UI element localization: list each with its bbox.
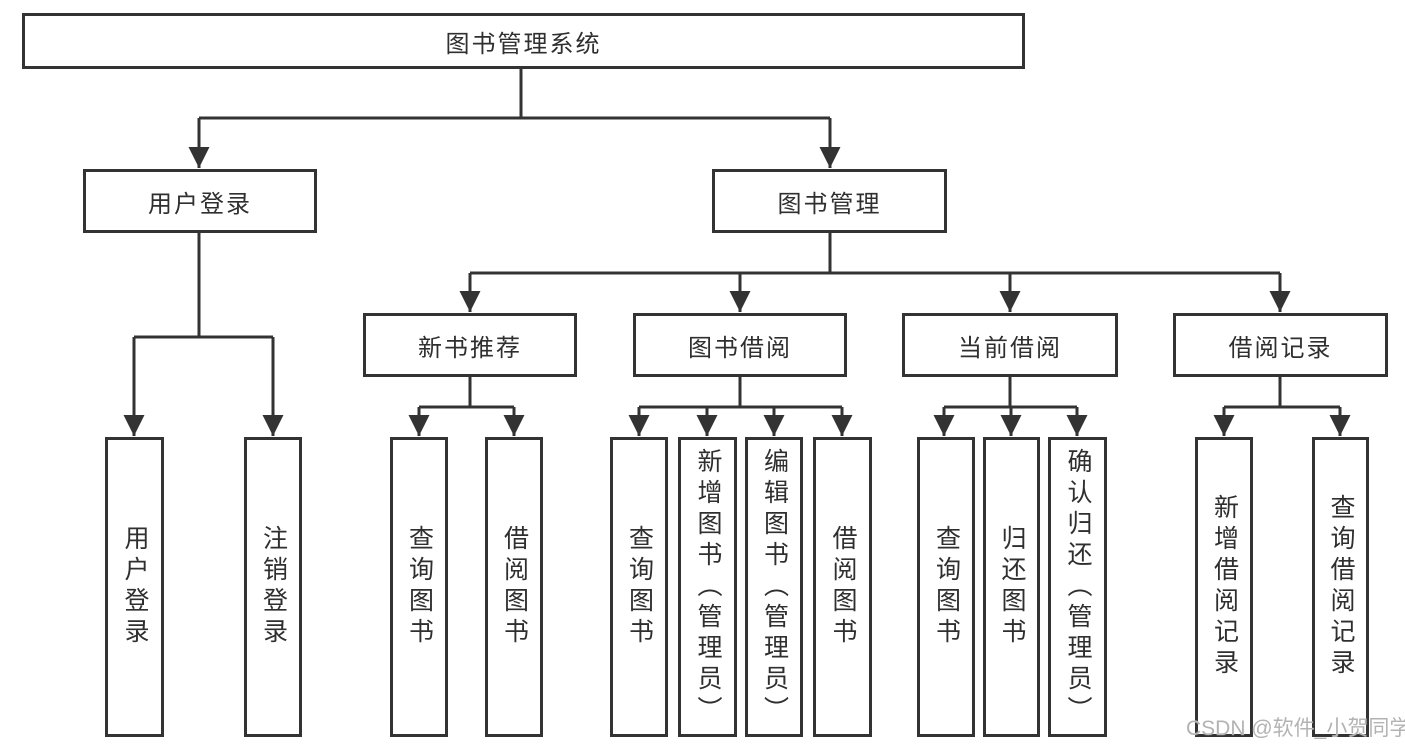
node-new-book-recommendation: 新书推荐 — [363, 313, 577, 377]
node-label: 图书管理系统 — [445, 30, 602, 58]
node-label: 注销登录 — [259, 525, 288, 649]
node-label: 借阅记录 — [1228, 334, 1333, 362]
csdn-watermark: CSDN @软件_小贺同学 — [1186, 717, 1405, 740]
node-user-login: 用户登录 — [83, 169, 317, 233]
node-book-borrowing: 图书借阅 — [633, 313, 847, 377]
node-label: 用户登录 — [148, 190, 252, 218]
leaf-add-borrow-record: 新增借阅记录 — [1195, 437, 1253, 737]
leaf-query-books-recommend: 查询图书 — [390, 437, 448, 737]
node-label: 图书管理 — [777, 190, 882, 218]
node-label: 新增借阅记录 — [1210, 494, 1239, 680]
node-label: 当前借阅 — [958, 334, 1062, 362]
node-label: 图书借阅 — [688, 334, 792, 362]
node-label: 用户登录 — [121, 525, 149, 649]
leaf-user-login: 用户登录 — [105, 437, 164, 737]
node-label: 借阅图书 — [829, 525, 857, 649]
leaf-edit-book-admin: 编辑图书（管理员） — [745, 437, 803, 737]
leaf-add-book-admin: 新增图书（管理员） — [678, 437, 737, 737]
node-label: 确认归还（管理员） — [1064, 447, 1092, 727]
node-label: 新书推荐 — [418, 334, 522, 362]
node-label: 编辑图书（管理员） — [760, 447, 789, 727]
leaf-confirm-return-admin: 确认归还（管理员） — [1048, 437, 1107, 737]
leaf-return-book: 归还图书 — [983, 437, 1040, 737]
leaf-query-borrow-record: 查询借阅记录 — [1312, 437, 1369, 737]
node-label: 查询借阅记录 — [1327, 494, 1355, 680]
leaf-logout: 注销登录 — [244, 437, 302, 737]
node-label: 归还图书 — [998, 525, 1026, 649]
leaf-query-books-borrowing: 查询图书 — [610, 437, 668, 737]
node-label: 新增图书（管理员） — [694, 447, 722, 727]
leaf-borrow-books-recommend: 借阅图书 — [485, 437, 543, 737]
node-label: 查询图书 — [932, 525, 961, 649]
node-label: 借阅图书 — [500, 525, 529, 649]
leaf-query-books-current: 查询图书 — [917, 437, 975, 737]
node-borrowing-records: 借阅记录 — [1173, 313, 1388, 377]
node-book-management: 图书管理 — [712, 169, 947, 233]
node-label: 查询图书 — [405, 525, 434, 649]
leaf-borrow-books-borrowing: 借阅图书 — [813, 437, 872, 737]
node-current-borrowing: 当前借阅 — [902, 313, 1118, 377]
node-label: 查询图书 — [625, 525, 654, 649]
node-library-management-system: 图书管理系统 — [22, 13, 1025, 69]
